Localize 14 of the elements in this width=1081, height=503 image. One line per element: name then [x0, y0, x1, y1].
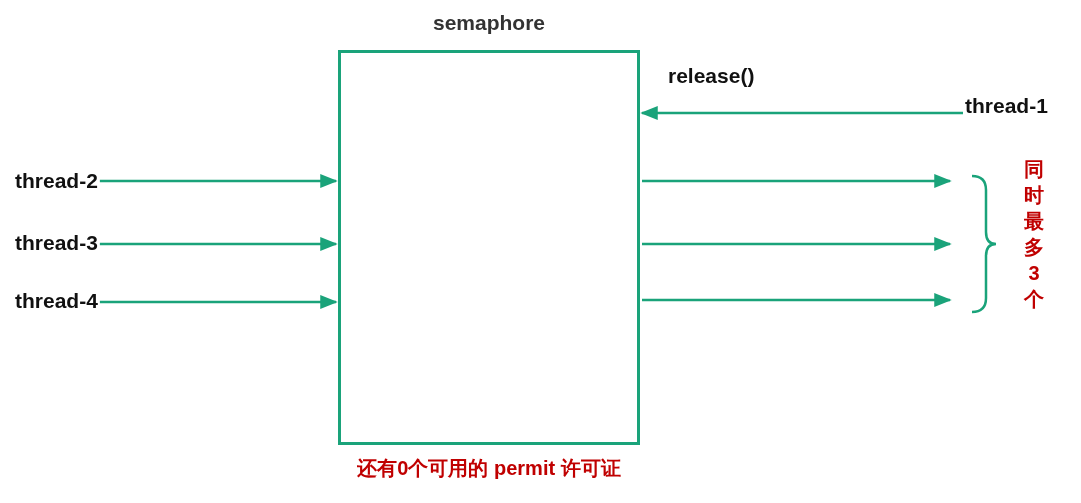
vertical-note: 同时最多3个: [1024, 157, 1044, 312]
arrow: [642, 237, 952, 251]
thread-label: thread-2: [15, 168, 98, 194]
arrow: [99, 174, 338, 188]
thread-label: thread-3: [15, 230, 98, 256]
arrow: [642, 174, 952, 188]
thread-label: thread-4: [15, 288, 98, 314]
arrow: [642, 293, 952, 307]
thread-label: thread-1: [965, 93, 1048, 119]
arrow: [640, 106, 963, 120]
arrow: [99, 237, 338, 251]
box-title: semaphore: [432, 11, 545, 35]
box-caption: 还有0个可用的 permit 许可证: [357, 456, 621, 481]
arrow: [99, 295, 338, 309]
